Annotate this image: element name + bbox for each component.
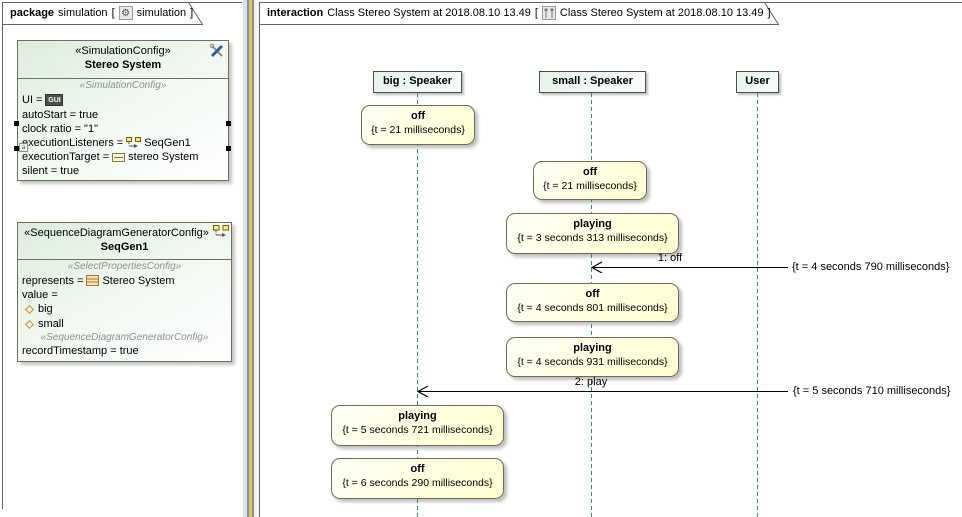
interaction-tab-shape bbox=[259, 2, 780, 25]
sequence-diagram-icon bbox=[541, 6, 556, 20]
diamond-icon bbox=[25, 305, 34, 314]
value-property[interactable]: value = bbox=[22, 289, 58, 301]
simulation-config-name[interactable]: Stereo System bbox=[84, 59, 162, 71]
state-small-off-1[interactable]: off {t = 21 milliseconds} bbox=[533, 161, 647, 200]
package-tab[interactable]: package simulation [ ⚙ simulation ] bbox=[10, 6, 193, 20]
message-arrowhead-icon bbox=[417, 385, 429, 397]
clock-ratio-property[interactable]: clock ratio = "1" bbox=[22, 123, 98, 135]
lifeline-head-big-speaker[interactable]: big : Speaker bbox=[373, 71, 462, 93]
message-play-label[interactable]: 2: play bbox=[574, 376, 608, 388]
state-big-playing[interactable]: playing {t = 5 seconds 721 milliseconds} bbox=[331, 405, 504, 446]
panel-divider-gap bbox=[254, 0, 259, 517]
message-play-time-constraint[interactable]: {t = 5 seconds 710 milliseconds} bbox=[793, 385, 951, 397]
value-option-small[interactable]: small bbox=[22, 317, 227, 332]
package-tab-shape bbox=[2, 2, 204, 25]
interaction-title: Class Stereo System at 2018.08.10 13.49 bbox=[327, 7, 531, 19]
open-bracket: [ bbox=[534, 7, 538, 19]
message-off-label[interactable]: 1: off bbox=[657, 252, 683, 264]
execution-listeners-property[interactable]: executionListeners = SeqGen1 bbox=[22, 137, 191, 149]
package-keyword: package bbox=[10, 7, 55, 19]
panel-divider-gray-line bbox=[252, 0, 254, 517]
panel-divider[interactable] bbox=[243, 0, 247, 517]
execution-target-property[interactable]: executionTarget = stereo System bbox=[22, 151, 199, 163]
silent-property[interactable]: silent = true bbox=[22, 165, 80, 177]
interaction-frame-left-border bbox=[259, 2, 260, 517]
seqgen-header: «SequenceDiagramGeneratorConfig» SeqGen1 bbox=[18, 223, 231, 260]
close-bracket: ] bbox=[190, 7, 194, 19]
package-diagram-name: simulation bbox=[136, 7, 187, 19]
message-off-time-constraint[interactable]: {t = 4 seconds 790 milliseconds} bbox=[792, 261, 950, 273]
seqgen-icon bbox=[126, 137, 142, 148]
interaction-keyword: interaction bbox=[267, 7, 324, 19]
message-off-line[interactable] bbox=[592, 267, 788, 268]
selection-handle-left-lower[interactable] bbox=[14, 146, 19, 151]
package-frame-left-border bbox=[2, 2, 3, 509]
generator-stereotype: «SequenceDiagramGeneratorConfig» bbox=[40, 332, 209, 343]
crossed-tools-icon[interactable] bbox=[209, 43, 225, 59]
state-small-playing-2[interactable]: playing {t = 4 seconds 931 milliseconds} bbox=[506, 337, 679, 377]
class-box-icon bbox=[86, 275, 100, 286]
message-play-line[interactable] bbox=[418, 391, 788, 392]
seqgen-name[interactable]: SeqGen1 bbox=[100, 241, 149, 253]
lifeline-user[interactable] bbox=[757, 93, 758, 517]
simulation-config-header: «SimulationConfig» Stereo System bbox=[18, 41, 228, 79]
lifeline-head-user[interactable]: User bbox=[736, 71, 779, 93]
record-timestamp-property[interactable]: recordTimestamp = true bbox=[22, 345, 139, 357]
ui-property[interactable]: UI = GUI bbox=[22, 92, 224, 108]
state-small-off-2[interactable]: off {t = 4 seconds 801 milliseconds} bbox=[506, 283, 679, 322]
lifeline-big-speaker[interactable] bbox=[417, 93, 418, 517]
simulation-config-stereotype: «SimulationConfig» bbox=[75, 45, 171, 57]
selection-handle-right-upper[interactable] bbox=[226, 121, 231, 126]
message-arrowhead-icon bbox=[591, 261, 603, 273]
annotation-badge: a bbox=[19, 143, 28, 152]
seqgen-config-box[interactable]: «SequenceDiagramGeneratorConfig» SeqGen1… bbox=[17, 222, 232, 362]
seqgen-icon bbox=[213, 225, 229, 237]
state-big-off-1[interactable]: off {t = 21 milliseconds} bbox=[361, 105, 475, 145]
state-big-off-2[interactable]: off {t = 6 seconds 290 milliseconds} bbox=[331, 458, 504, 499]
open-bracket: [ bbox=[111, 7, 115, 19]
simulation-config-box[interactable]: «SimulationConfig» Stereo System «Simula… bbox=[17, 40, 229, 181]
part-box-icon bbox=[112, 152, 126, 162]
represents-property[interactable]: represents = Stereo System bbox=[22, 274, 175, 287]
interaction-diagram-name: Class Stereo System at 2018.08.10 13.49 bbox=[559, 7, 764, 19]
panel-divider-blue-line bbox=[247, 0, 249, 517]
select-properties-stereotype: «SelectPropertiesConfig» bbox=[67, 261, 182, 272]
value-option-big[interactable]: big bbox=[22, 302, 227, 317]
body-stereotype: «SimulationConfig» bbox=[79, 80, 167, 91]
state-small-playing-1[interactable]: playing {t = 3 seconds 313 milliseconds} bbox=[506, 213, 679, 254]
panel-divider-yellow-line bbox=[249, 0, 252, 517]
selection-handle-right-lower[interactable] bbox=[226, 146, 231, 151]
selection-handle-left-upper[interactable] bbox=[14, 121, 19, 126]
interaction-tab[interactable]: interaction Class Stereo System at 2018.… bbox=[267, 6, 771, 20]
autostart-property[interactable]: autoStart = true bbox=[22, 109, 99, 121]
package-title: simulation bbox=[58, 7, 108, 19]
gear-icon: ⚙ bbox=[118, 6, 133, 20]
seqgen-stereotype: «SequenceDiagramGeneratorConfig» bbox=[24, 227, 209, 239]
diamond-icon bbox=[25, 320, 34, 329]
lifeline-head-small-speaker[interactable]: small : Speaker bbox=[539, 71, 646, 93]
gui-badge: GUI bbox=[45, 94, 64, 106]
close-bracket: ] bbox=[767, 7, 771, 19]
